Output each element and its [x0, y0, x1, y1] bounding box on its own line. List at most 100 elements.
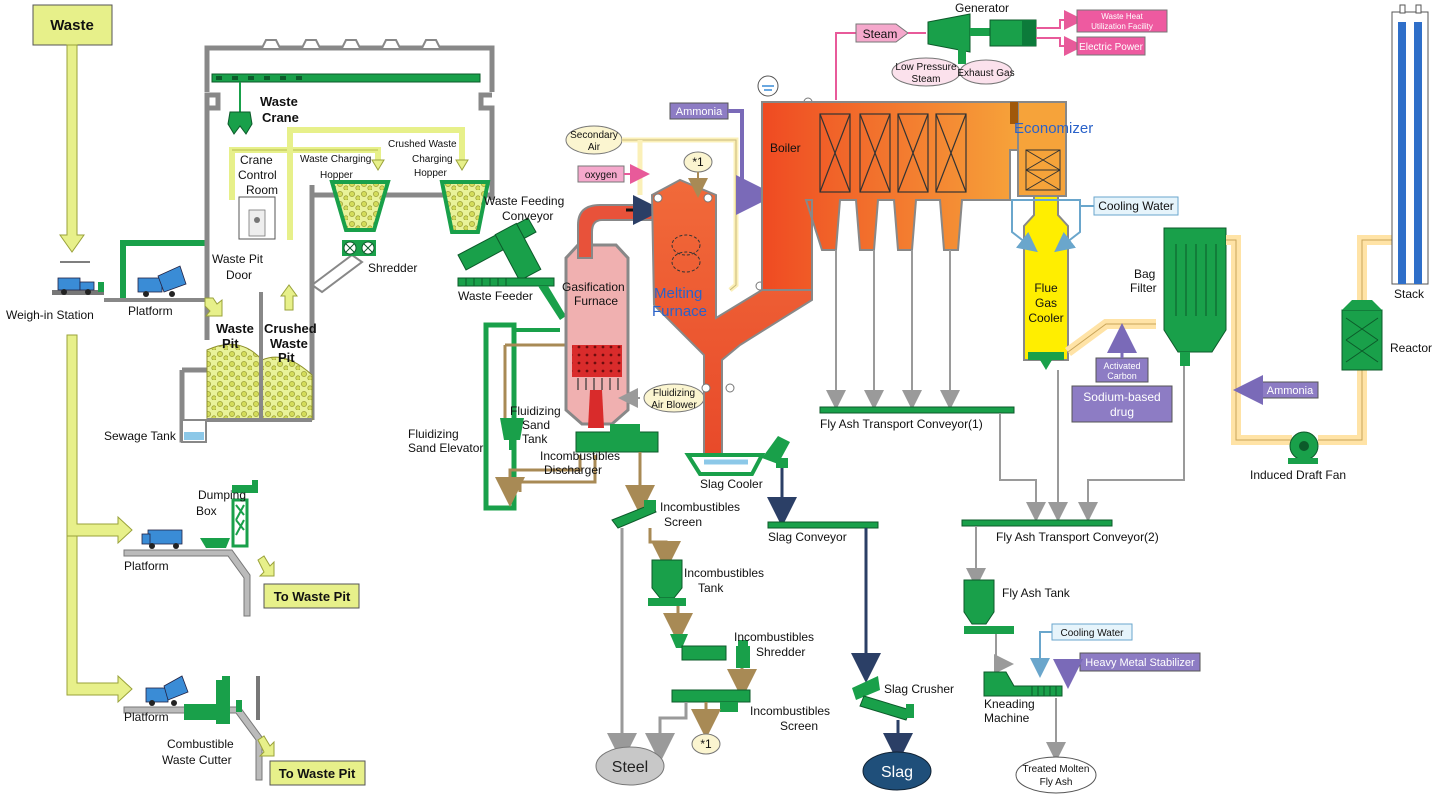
to-waste-pit-label-1: To Waste Pit — [274, 589, 351, 604]
kneading-machine: Kneading Machine — [983, 671, 1063, 725]
ammonia-box-2: Ammonia — [1233, 375, 1319, 405]
pit-arrow-up — [280, 284, 298, 311]
incombustibles-screen-2-label-a: Incombustibles — [750, 704, 830, 718]
star-1-bottom-label: *1 — [700, 737, 712, 751]
roof-vents — [261, 39, 441, 49]
activated-carbon: Activated Carbon — [1095, 323, 1149, 383]
boiler: Boiler — [761, 101, 1019, 291]
treated-fly-ash-label-2: Fly Ash — [1040, 777, 1073, 788]
cooling-water-2: Cooling Water — [1030, 623, 1133, 678]
kneading-machine-label-1: Kneading — [984, 697, 1035, 711]
waste-pit — [206, 292, 313, 422]
cooling-water-1: Cooling Water — [1011, 196, 1179, 253]
flue-gas-cooler-label-3: Cooler — [1028, 311, 1063, 325]
waste-feeding-conveyor: Waste Feeding Conveyor — [457, 194, 564, 282]
economizer-label: Economizer — [1014, 120, 1093, 137]
reactor: Reactor — [1341, 300, 1432, 371]
platform-1: Platform — [104, 240, 210, 318]
platform-3-label: Platform — [124, 710, 169, 724]
slag-crusher-label: Slag Crusher — [884, 682, 954, 696]
waste-crane-label-2: Crane — [262, 110, 299, 125]
steam-box: Steam — [835, 23, 926, 100]
bag-filter-label-1: Bag — [1134, 267, 1155, 281]
pit-arrow-down — [204, 297, 223, 317]
melting-furnace: Melting Furnace — [650, 178, 813, 456]
sewage-tank-label: Sewage Tank — [104, 429, 177, 443]
secondary-air-label-1: Secondary — [570, 130, 618, 141]
fluidizing-air-blower: Fluidizing Air Blower — [618, 383, 705, 413]
shredder-label: Shredder — [368, 261, 417, 275]
fluidizing-sand-tank-label-1: Fluidizing — [510, 404, 561, 418]
crane-control-label-1: Crane — [240, 153, 273, 167]
waste-pit-door-label-1: Waste Pit — [212, 252, 264, 266]
incombustibles-discharger: Incombustibles Discharger — [540, 424, 659, 477]
low-pressure-steam-label-2: Steam — [912, 74, 941, 85]
stack: Stack — [1391, 4, 1429, 301]
combustible-cutter-label-1: Combustible — [167, 737, 234, 751]
cooling-water-1-label: Cooling Water — [1098, 199, 1174, 213]
sewage-tank: Sewage Tank — [104, 419, 207, 443]
ammonia-1-label: Ammonia — [676, 106, 723, 118]
exhaust-gas-label: Exhaust Gas — [957, 68, 1014, 79]
slag-cooler-label: Slag Cooler — [700, 477, 763, 491]
dump-truck-1 — [137, 265, 187, 297]
kneading-machine-label-2: Machine — [984, 711, 1030, 725]
fluidizing-air-blower-label-1: Fluidizing — [653, 388, 695, 399]
incombustibles-screen-1-label-b: Screen — [664, 515, 702, 529]
star-1-bottom: *1 — [691, 733, 721, 755]
induced-draft-fan: Induced Draft Fan — [1250, 431, 1346, 482]
combustible-cutter-label-2: Waste Cutter — [162, 753, 232, 767]
waste-heat-label-1: Waste Heat — [1101, 12, 1143, 21]
crushed-waste-pit-label-3: Pit — [278, 350, 295, 365]
melting-furnace-label-1: Melting — [654, 285, 702, 302]
gasification-furnace-label-1: Gasification — [562, 280, 625, 294]
crane-control-room — [229, 147, 381, 240]
sand-return-lines — [495, 343, 597, 507]
fluidizing-sand-elevator-label-2: Sand Elevator — [408, 441, 483, 455]
incombustibles-tank: Incombustibles Tank — [648, 559, 764, 606]
bag-filter-label-2: Filter — [1130, 281, 1157, 295]
platform-3: Platform — [123, 675, 263, 781]
economizer: Economizer — [1010, 101, 1093, 197]
dumping-box-label-2: Box — [196, 504, 217, 518]
activated-carbon-label-2: Carbon — [1107, 371, 1137, 381]
platform-2-label: Platform — [124, 559, 169, 573]
waste-pit-door-label-2: Door — [226, 268, 252, 282]
incombustibles-discharger-label-2: Discharger — [544, 463, 602, 477]
melting-furnace-label-2: Furnace — [652, 303, 707, 320]
dumping-box-label-1: Dumping — [198, 488, 246, 502]
cooling-water-2-label: Cooling Water — [1061, 628, 1125, 639]
electric-power-box: Electric Power — [1076, 36, 1146, 56]
sodium-based-drug: Sodium-based drug — [1071, 385, 1173, 423]
flue-gas-cooler-label-2: Gas — [1035, 296, 1057, 310]
waste-feeder-label: Waste Feeder — [458, 289, 533, 303]
heavy-metal-stabilizer: Heavy Metal Stabilizer — [1053, 652, 1201, 689]
fluidizing-sand-elevator: Fluidizing Sand Elevator — [408, 322, 560, 511]
slag-conveyor: Slag Conveyor — [767, 521, 879, 544]
weigh-in-station-label: Weigh-in Station — [6, 308, 94, 322]
duct-to-bag-filter — [1065, 319, 1156, 357]
to-pit-arrow-2 — [257, 735, 275, 757]
waste-charging-hopper-label-2: Hopper — [320, 170, 353, 181]
fly-ash-conveyor-2-label: Fly Ash Transport Conveyor(2) — [996, 530, 1159, 544]
crushed-waste-charging-hopper — [439, 180, 491, 234]
hopper-drop-lines — [826, 250, 960, 410]
induced-draft-fan-label: Induced Draft Fan — [1250, 468, 1346, 482]
waste-flow-arrows — [59, 44, 133, 704]
to-waste-pit-label-2: To Waste Pit — [279, 766, 356, 781]
gasification-furnace-label-2: Furnace — [574, 294, 618, 308]
fly-ash-tank: Fly Ash Tank — [963, 579, 1071, 634]
generator-label: Generator — [955, 1, 1009, 15]
incombustibles-discharger-label-1: Incombustibles — [540, 449, 620, 463]
slag-cooler: Slag Cooler — [684, 436, 790, 491]
duct-to-stack — [1357, 235, 1392, 300]
incombustibles-shredder-label-1: Incombustibles — [734, 630, 814, 644]
crushed-waste-hopper-label-2: Charging — [412, 154, 453, 165]
boiler-label: Boiler — [770, 141, 801, 155]
truck-2 — [141, 529, 183, 549]
gasification-furnace: Gasification Furnace — [562, 243, 630, 428]
secondary-air-label-2: Air — [588, 142, 601, 153]
flue-gas-cooler: Flue Gas Cooler — [1023, 195, 1069, 370]
incombustibles-shredder: Incombustibles Shredder — [670, 630, 814, 668]
treated-fly-ash: Treated Molten Fly Ash — [1015, 756, 1097, 794]
